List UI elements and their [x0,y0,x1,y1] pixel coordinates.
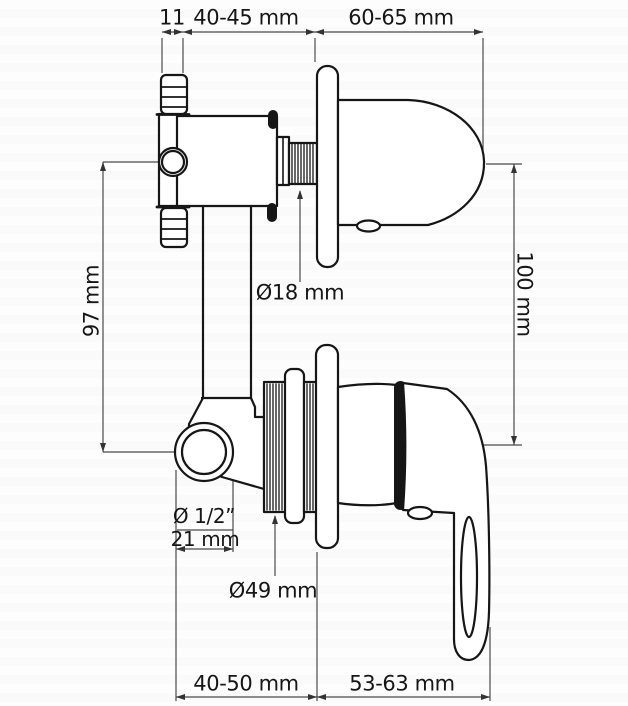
wall-flange-disc [314,343,340,550]
bottom-hose-barb [159,206,189,249]
bottom-barb-ribs [160,218,188,240]
lever-handle [401,381,491,662]
dim-label-wall-depth: 40-50 mm [193,671,299,696]
lever-handle-loop-cutout [459,515,479,639]
top-hose-barb [159,73,189,116]
dome-handle [336,98,486,227]
dim-label-top-offset: 11 [159,5,185,30]
outlet-port-inner [180,428,228,476]
side-port-inner [160,149,186,175]
cartridge-body [336,382,402,507]
locknut-ring [283,367,306,525]
dim-label-outlet-mm: 21 mm [170,527,240,551]
body-main-block [175,114,279,208]
lever-indicator-button [406,505,434,521]
dim-label-handle-depth: 60-65 mm [348,5,454,30]
upper-trim [315,64,486,269]
dim-label-outlet-inch: Ø 1/2” [172,504,236,528]
upper-thread-hatching [291,143,314,184]
dim-label-upper-thread: Ø18 mm [255,280,345,305]
lower-valve [173,343,491,662]
dimension-lines [102,31,522,701]
top-barb-ribs [160,86,188,108]
lower-thread-hatching-1 [266,383,283,511]
o-ring-top [268,110,278,129]
upper-valve-body [155,73,319,400]
dim-label-left-height: 97 mm [79,264,104,338]
dimension-arrows [100,29,517,700]
dim-label-body-width: 40-45 mm [193,5,299,30]
dim-label-right-height: 100 mm [512,251,537,337]
dome-handle-indicator-button [355,219,382,233]
dim-label-lower-thread: Ø49 mm [228,578,318,603]
dim-label-protrusion: 53-63 mm [349,671,455,696]
o-ring-bottom [267,203,277,222]
upper-escutcheon-plate [315,64,340,269]
